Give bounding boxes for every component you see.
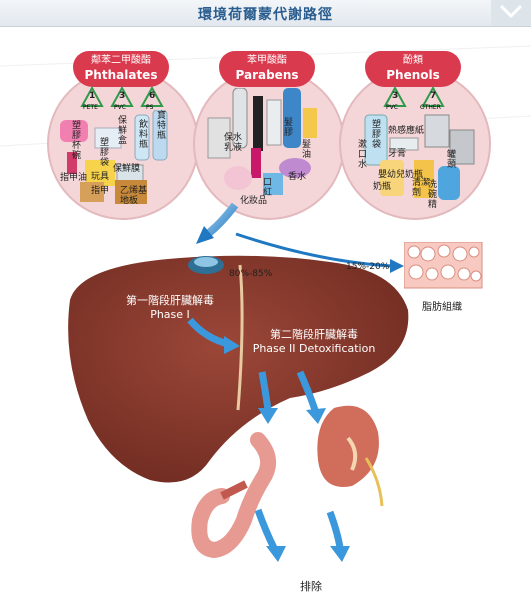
code-label-pvc: PVC [114,104,126,111]
item-hair-gel: 髮膠 [284,118,294,138]
code-3: 3 [119,91,126,101]
phenols-products-illustration [364,114,475,200]
item-toy: 玩具 [91,172,110,182]
phase2-label: 第二階段肝臟解毒 Phase II Detoxification [244,328,384,356]
recycle-icon-3 [383,86,407,107]
page-title: 環境荷爾蒙代謝路徑 [198,7,333,23]
parabens-zh-label: 苯甲酸酯 [247,55,287,66]
phthalates-banner: 鄰苯二甲酸酯 Phthalates [73,51,169,87]
item-pet-bottle: 寶特瓶 [157,111,167,141]
parabens-banner: 苯甲酸酯 Parabens [219,51,315,87]
item-mouthwash: 漱口水 [358,140,368,170]
item-baby-bottle: 嬰幼兒奶瓶 [378,170,424,180]
item-nail: 指甲 [91,186,110,196]
item-drink-bottle: 飲料瓶 [139,120,149,150]
recycle-icons-phthalates [80,86,164,107]
phthalates-zh-label: 鄰苯二甲酸酯 [91,55,151,66]
code-7: 7 [430,91,437,101]
phenols-en-label: Phenols [386,68,440,82]
item-lotion: 保水乳液 [224,133,243,153]
code-label-pete: PETE [83,104,98,111]
corner-decoration [491,0,531,26]
liver-percentage: 80%-85% [229,269,273,279]
item-cling-film: 保鮮膜 [113,164,141,174]
phase2-en: Phase II Detoxification [252,342,376,355]
item-detergent: 清潔劑 [412,178,431,198]
phenols-banner: 酚類 Phenols [365,51,461,87]
kidney-illustration [317,405,384,507]
code-6: 6 [149,91,156,101]
item-bottle: 奶瓶 [373,182,392,192]
excretion-label: 排除 [300,580,322,593]
item-vinyl-floor: 乙烯基地板 [120,186,148,206]
code-label-pvc-b: PVC [386,104,398,111]
item-plastic-cup: 塑膠杯碗 [72,121,82,161]
fat-percentage: 15%-20% [346,262,390,272]
recycle-icon-7 [421,86,445,107]
code-label-other: OTHER [420,104,441,111]
parabens-en-label: Parabens [235,68,299,82]
phase1-label: 第一階段肝臟解毒 Phase I [110,294,230,322]
recycle-icon-1 [80,86,104,107]
parabens-products-illustration [207,88,317,195]
item-plastic-bag: 塑膠袋 [100,138,110,168]
item-perfume: 香水 [288,172,307,182]
phthalates-products-illustration [60,110,168,204]
item-thermal-paper: 熱感應紙 [388,126,425,136]
phthalates-en-label: Phthalates [84,68,158,82]
recycle-icon-6 [140,86,164,107]
phenols-zh-label: 酚類 [403,55,423,66]
item-lipstick: 口紅 [263,178,273,198]
code-3b: 3 [392,91,399,101]
phase1-zh: 第一階段肝臟解毒 [126,294,214,307]
item-cosmetics: 化妝品 [240,196,268,206]
phase1-en: Phase I [150,308,190,321]
item-plastic-bag-2: 塑膠袋 [372,120,382,150]
phase2-zh: 第二階段肝臟解毒 [270,328,358,341]
recycle-icons-phenols [383,86,445,107]
code-label-ps: PS [146,104,154,111]
intestine-illustration [191,432,276,559]
item-nail-polish: 指甲油 [60,173,88,183]
item-dish-soap: 洗碗精 [428,180,438,210]
code-1: 1 [89,91,96,101]
recycle-icon-3 [110,86,134,107]
item-hair-oil: 髮油 [302,140,312,160]
item-toothpaste: 牙膏 [388,149,407,159]
item-container: 保鮮盒 [118,116,128,146]
item-can: 罐頭 [447,150,457,170]
arrow-to-fat [235,232,393,268]
fat-tissue-label: 脂肪組織 [422,302,462,313]
fat-tissue-illustration [404,242,483,289]
title-bar [0,0,531,27]
